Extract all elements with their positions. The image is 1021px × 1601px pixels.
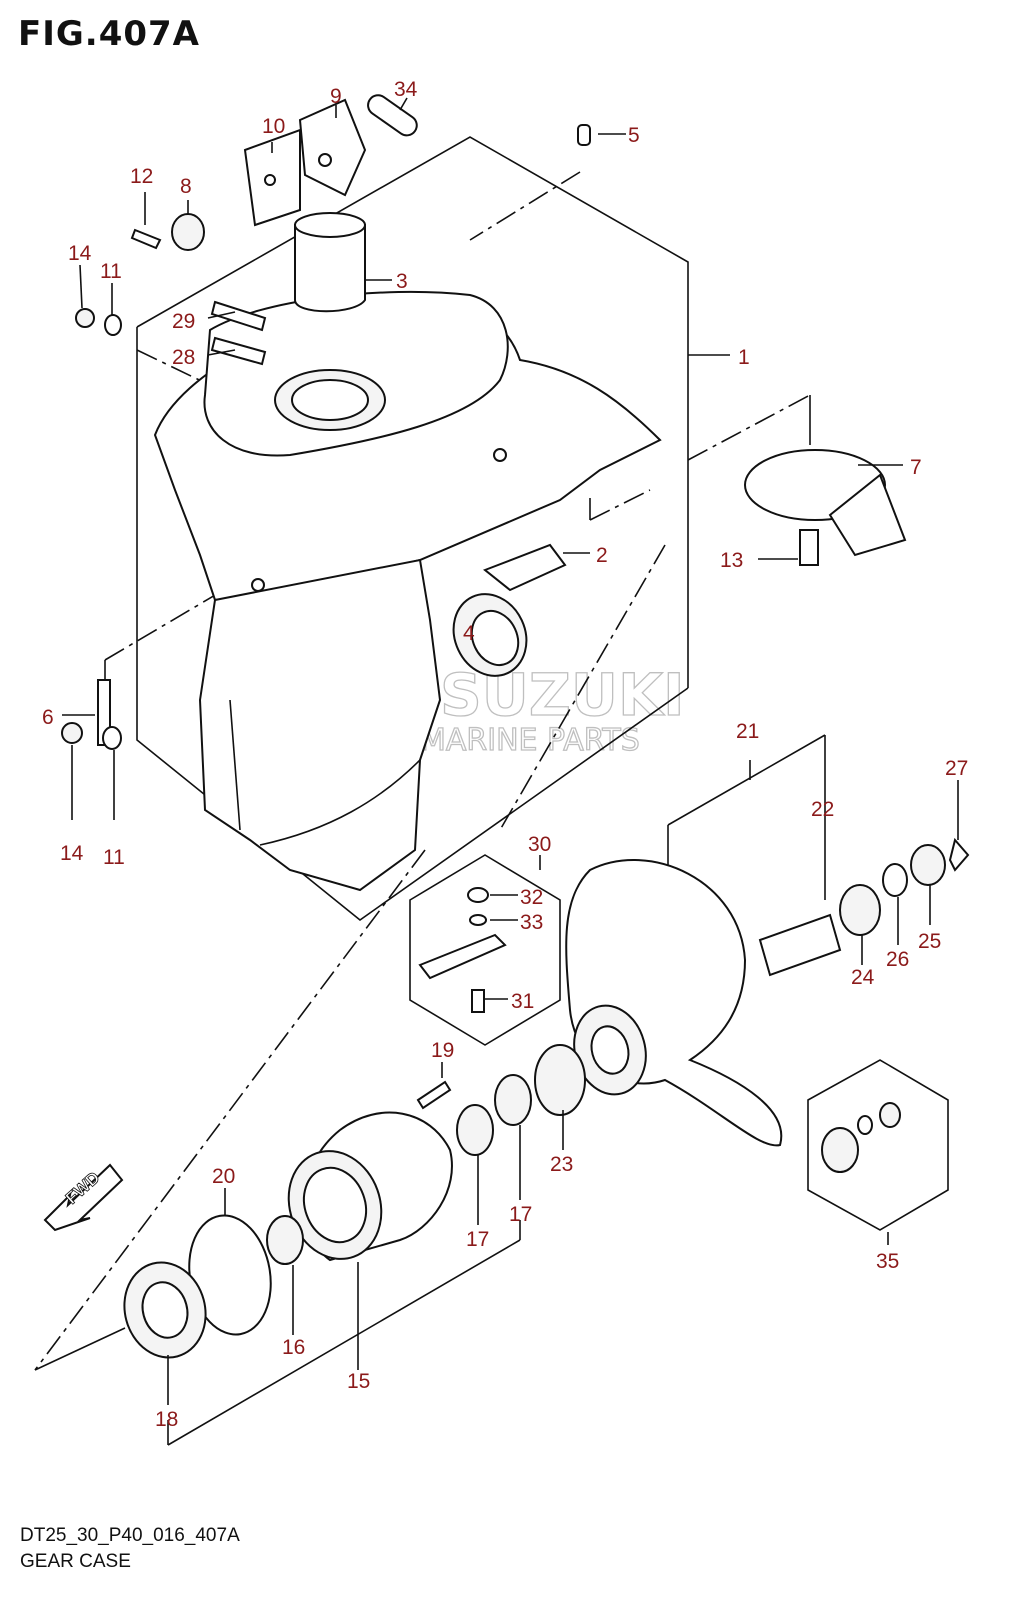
thrust-part-17b xyxy=(456,1104,494,1156)
callout-34: 34 xyxy=(394,78,418,101)
callout-3: 3 xyxy=(396,270,408,293)
callout-33: 33 xyxy=(520,911,543,934)
callout-6: 6 xyxy=(42,706,54,729)
dowel-part-5 xyxy=(577,124,591,146)
screw-part-12 xyxy=(130,228,162,250)
callout-18: 18 xyxy=(155,1408,178,1431)
leader-lines xyxy=(62,97,959,1405)
fwd-direction-arrow: FWD xyxy=(43,1163,124,1232)
callout-1: 1 xyxy=(738,346,750,369)
callout-15: 15 xyxy=(347,1370,370,1393)
stopper-part-23 xyxy=(534,1044,586,1116)
bolt-part-19 xyxy=(416,1080,452,1110)
callout-4: 4 xyxy=(463,622,475,645)
callout-30: 30 xyxy=(528,833,551,856)
callout-16: 16 xyxy=(282,1336,305,1359)
bushing-part-24 xyxy=(839,884,881,936)
washer-part-26 xyxy=(882,863,908,897)
callout-11-top: 11 xyxy=(100,260,122,283)
bushing-part-3 xyxy=(294,224,366,313)
callout-11-lower: 11 xyxy=(103,846,125,869)
pin-part-27 xyxy=(948,837,970,872)
callout-9: 9 xyxy=(330,85,342,108)
callout-25: 25 xyxy=(918,930,941,953)
figure-title: FIG.407A xyxy=(18,14,200,54)
callout-2: 2 xyxy=(596,544,608,567)
callout-17-b: 17 xyxy=(509,1203,532,1226)
callout-14-top: 14 xyxy=(68,242,92,265)
strip-part-29 xyxy=(210,300,267,332)
anode-part-2 xyxy=(483,543,567,592)
callout-26: 26 xyxy=(886,948,909,971)
small-parts xyxy=(61,94,907,750)
drawing-code: DT25_30_P40_016_407A xyxy=(20,1525,240,1546)
bearing-part-16 xyxy=(266,1215,304,1265)
thrust-part-17a xyxy=(494,1074,532,1126)
nut-part-25 xyxy=(910,844,946,886)
watermark-subtitle: MARINE PARTS xyxy=(420,723,640,758)
callout-35: 35 xyxy=(876,1250,899,1273)
propeller-shaft-assembly xyxy=(123,837,970,1359)
bolt-part-14-top xyxy=(75,308,95,328)
propeller-part-21 xyxy=(565,859,783,1147)
bolt-part-14-lower xyxy=(61,722,83,744)
callout-7: 7 xyxy=(910,456,922,479)
strip-part-28 xyxy=(210,336,267,366)
callout-13: 13 xyxy=(720,549,743,572)
spacer-part-35 xyxy=(821,1127,859,1173)
callout-19: 19 xyxy=(431,1039,454,1062)
callout-23: 23 xyxy=(550,1153,573,1176)
callout-17-a: 17 xyxy=(466,1228,489,1251)
washer-part-11-top xyxy=(104,314,122,336)
spacer-part-22 xyxy=(758,913,842,977)
gear-case-housing xyxy=(153,290,662,892)
callout-5: 5 xyxy=(628,124,640,147)
screw-part-31 xyxy=(471,989,485,1013)
callout-27: 27 xyxy=(945,757,968,780)
callout-20: 20 xyxy=(212,1165,235,1188)
watermark: SUZUKI MARINE PARTS xyxy=(419,660,685,758)
callout-12: 12 xyxy=(130,165,153,188)
callout-10: 10 xyxy=(262,115,285,138)
callout-31: 31 xyxy=(511,990,534,1013)
grommet-part-8 xyxy=(171,213,205,251)
callout-28: 28 xyxy=(172,346,195,369)
callout-8: 8 xyxy=(180,175,192,198)
callout-14-lower: 14 xyxy=(60,842,84,865)
kit-30-group xyxy=(409,854,561,1046)
callout-labels: 1 2 3 4 5 6 7 8 9 10 11 11 12 13 14 14 1… xyxy=(42,78,968,1431)
pin-part-34 xyxy=(367,94,418,137)
callout-21: 21 xyxy=(736,720,759,743)
callout-22: 22 xyxy=(811,798,834,821)
bolt-part-13 xyxy=(799,529,819,566)
nut-part-32 xyxy=(467,887,489,903)
clamp-part-30 xyxy=(418,933,507,980)
callout-32: 32 xyxy=(520,886,543,909)
washer-part-33 xyxy=(469,914,487,926)
bracket-part-9 xyxy=(298,98,367,197)
drawing-name: GEAR CASE xyxy=(20,1551,131,1572)
callout-24: 24 xyxy=(851,966,875,989)
callout-29: 29 xyxy=(172,310,195,333)
washer-part-11-lower xyxy=(102,726,122,750)
